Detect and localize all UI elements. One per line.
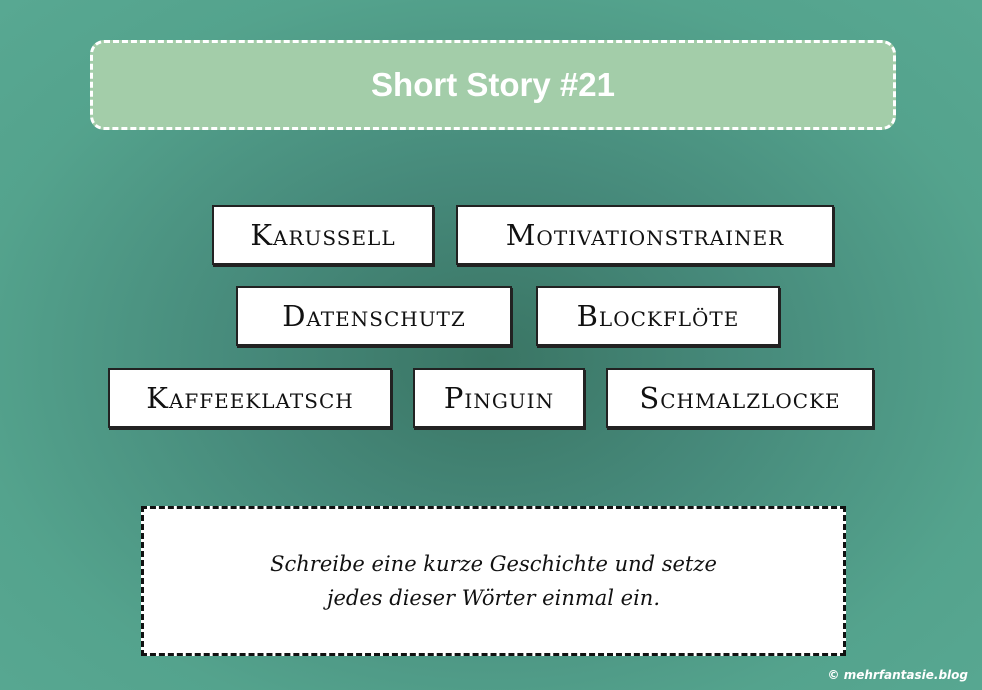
word-card: Karussell — [212, 205, 434, 265]
word-card: Blockflöte — [536, 286, 780, 346]
task-box: Schreibe eine kurze Geschichte und setze… — [141, 506, 846, 656]
word-card: Schmalzlocke — [606, 368, 874, 428]
credit: © mehrfantasie.blog — [827, 668, 968, 682]
task-line-2: jedes dieser Wörter einmal ein. — [326, 586, 661, 610]
word-card: Kaffeeklatsch — [108, 368, 392, 428]
word-card: Pinguin — [413, 368, 585, 428]
task-line-1: Schreibe eine kurze Geschichte und setze — [270, 552, 717, 576]
word-card: Motivationstrainer — [456, 205, 834, 265]
word-card: Datenschutz — [236, 286, 512, 346]
title-banner: Short Story #21 — [90, 40, 896, 130]
title: Short Story #21 — [371, 66, 615, 103]
